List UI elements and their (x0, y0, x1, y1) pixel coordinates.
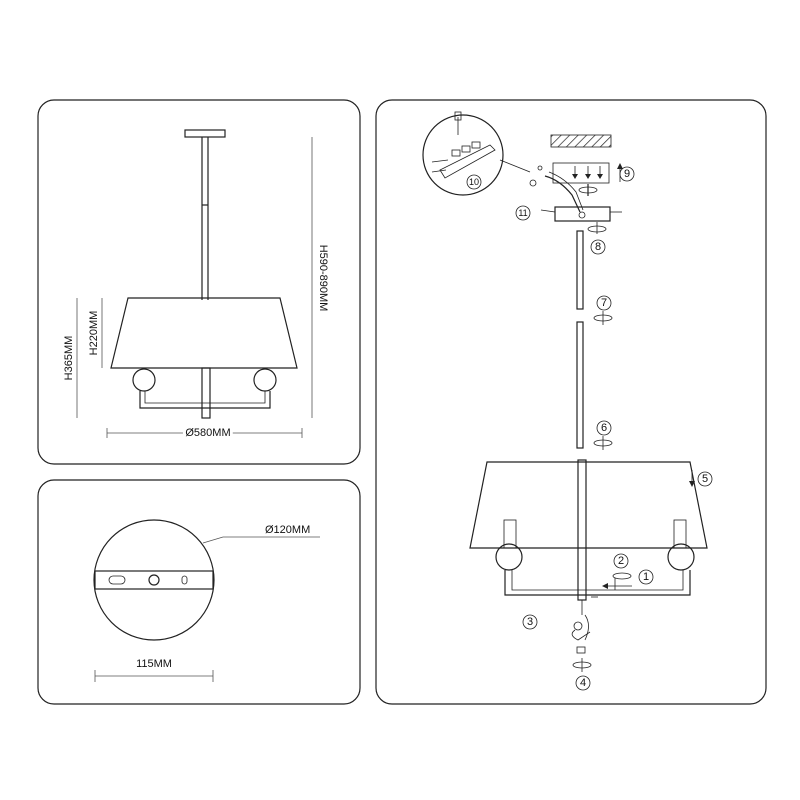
canopy-drawing (93, 519, 215, 641)
canopy-diameter-label: Ø120MM (265, 524, 310, 536)
step-7: 7 (601, 297, 607, 309)
body-height-label: H365MM (63, 336, 75, 381)
step-8: 8 (595, 241, 601, 253)
canopy-bracket-drawing (529, 162, 623, 234)
dimensions-panel: H590-890MM H365MM H220MM Ø580MM (37, 99, 361, 465)
connector-detail-bubble (422, 111, 531, 196)
assembly-panel: 1 2 3 4 5 6 7 8 9 10 11 (375, 99, 767, 705)
step-1: 1 (643, 571, 649, 583)
bracket-width-label: 115MM (136, 658, 172, 670)
ceiling-hatch (550, 134, 612, 148)
socket-wiring (571, 600, 592, 672)
step-3: 3 (527, 616, 533, 628)
assembly-lamp-body (469, 459, 708, 601)
step-11: 11 (518, 208, 527, 218)
step-10: 10 (469, 177, 479, 187)
step-6: 6 (601, 422, 607, 434)
step-markers: 1 2 3 4 5 6 7 8 9 10 11 (466, 166, 713, 691)
step-2: 2 (618, 555, 624, 567)
shade-height-label: H220MM (88, 311, 100, 356)
rod-segments (576, 230, 613, 450)
step-4: 4 (580, 677, 586, 689)
total-height-label: H590-890MM (317, 245, 329, 312)
step-9: 9 (624, 168, 630, 180)
step-5: 5 (702, 473, 708, 485)
canopy-panel: Ø120MM 115MM (37, 479, 361, 705)
pendant-lamp-drawing (110, 129, 298, 419)
diameter-label: Ø580MM (185, 427, 230, 439)
